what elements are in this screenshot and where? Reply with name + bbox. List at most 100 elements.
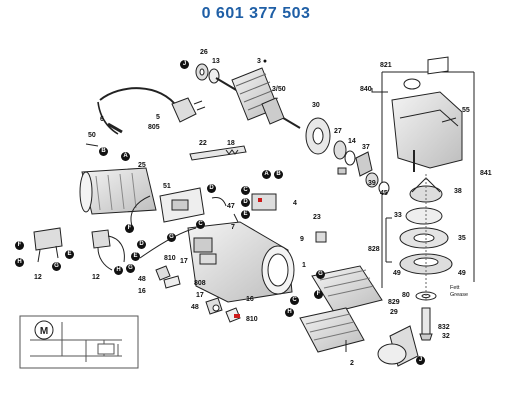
field-coil-group [299, 265, 383, 353]
marker-G-upper: G [167, 233, 176, 242]
marker-F-center: F [125, 224, 134, 233]
red-terminal [258, 198, 262, 202]
label-2: 2 [350, 360, 354, 367]
label-32: 32 [442, 333, 450, 340]
label-80: 80 [402, 292, 410, 299]
marker-H-center: H [114, 266, 123, 275]
screw-50 [85, 143, 99, 147]
label-810-lower: 810 [246, 316, 258, 323]
bearing-27 [333, 140, 347, 160]
label-26: 26 [200, 49, 208, 56]
marker-H-left: H [15, 258, 24, 267]
label-16-lower: 16 [246, 296, 254, 303]
label-39: 39 [368, 180, 376, 187]
label-12-left: 12 [34, 274, 42, 281]
label-50: 50 [88, 132, 96, 139]
label-13: 13 [212, 58, 220, 65]
wire-a [130, 195, 151, 227]
label-7: 7 [231, 224, 235, 231]
label-27: 27 [334, 128, 342, 135]
marker-J-top: J [180, 60, 189, 69]
spring-18 [225, 149, 239, 155]
gear-housing-group [371, 56, 475, 367]
cap-840 [403, 78, 421, 90]
label-16-upper: 16 [138, 288, 146, 295]
label-30: 30 [312, 102, 320, 109]
label-48-lower: 48 [191, 304, 199, 311]
marker-C-coil: C [290, 296, 299, 305]
label-821: 821 [380, 62, 392, 69]
capacitor-12-right [91, 229, 111, 249]
bracket-828 [385, 217, 392, 263]
label-23: 23 [313, 214, 321, 221]
label-49-left: 49 [393, 270, 401, 277]
switch-rod-22 [189, 145, 247, 161]
terminal-808 [199, 253, 217, 265]
label-grease: Grease [450, 292, 469, 298]
gear-housing [391, 91, 463, 169]
label-17-upper: 17 [180, 258, 188, 265]
label-3-50: 3/50 [272, 86, 286, 93]
marker-D-upper: D [207, 184, 216, 193]
marker-E-left: E [65, 250, 74, 259]
marker-D-switch: D [241, 198, 250, 207]
wire-b [211, 197, 227, 207]
part-23 [315, 231, 327, 243]
label-829: 829 [388, 299, 400, 306]
marker-G-field: G [316, 270, 325, 279]
label-828: 828 [368, 246, 380, 253]
motor-symbol [34, 320, 54, 340]
commutator [261, 97, 285, 125]
svg-text:M: M [40, 326, 48, 337]
bracket-840 [371, 88, 388, 93]
label-45: 45 [380, 190, 388, 197]
label-3: 3 ● [257, 58, 268, 65]
capacitor-group: M [19, 227, 139, 369]
spindle-829 [421, 307, 431, 335]
marker-F-left: F [15, 241, 24, 250]
label-37: 37 [362, 144, 370, 151]
label-1: 1 [302, 262, 306, 269]
marker-C-field: C [196, 220, 205, 229]
marker-A-upper: A [121, 152, 130, 161]
label-55: 55 [462, 107, 470, 114]
key-part [337, 167, 347, 175]
capacitor-12-left [33, 227, 63, 251]
marker-B-upper: B [99, 147, 108, 156]
label-9: 9 [300, 236, 304, 243]
marker-G-left: G [52, 262, 61, 271]
marker-C-switch: C [241, 186, 250, 195]
label-48-upper: 48 [138, 276, 146, 283]
label-18: 18 [227, 140, 235, 147]
power-cable [99, 87, 179, 109]
marker-F-coil: F [314, 290, 323, 299]
label-49-right: 49 [458, 270, 466, 277]
housing-window [427, 56, 449, 75]
wire-c [139, 227, 197, 259]
marker-D-center: D [137, 240, 146, 249]
label-35: 35 [458, 235, 466, 242]
pinion-37 [355, 151, 373, 177]
label-22: 22 [199, 140, 207, 147]
label-14: 14 [348, 138, 356, 145]
label-29: 29 [390, 309, 398, 316]
washer-45 [378, 181, 390, 195]
screw-55 [441, 117, 457, 123]
label-6: 6 [100, 116, 104, 123]
cable-sleeve-6 [107, 122, 123, 134]
label-33: 33 [394, 212, 402, 219]
label-805: 805 [148, 124, 160, 131]
label-12-right: 12 [92, 274, 100, 281]
switch-4 [251, 193, 277, 211]
ring-13 [208, 68, 220, 84]
field-coil-lower [299, 307, 365, 353]
label-841: 841 [480, 170, 492, 177]
label-fett: Fett [450, 285, 460, 291]
label-840: 840 [360, 86, 372, 93]
marker-J-bottom: J [416, 356, 425, 365]
label-51: 51 [163, 183, 171, 190]
bearing-33 [405, 207, 443, 225]
label-810-upper: 810 [164, 255, 176, 262]
